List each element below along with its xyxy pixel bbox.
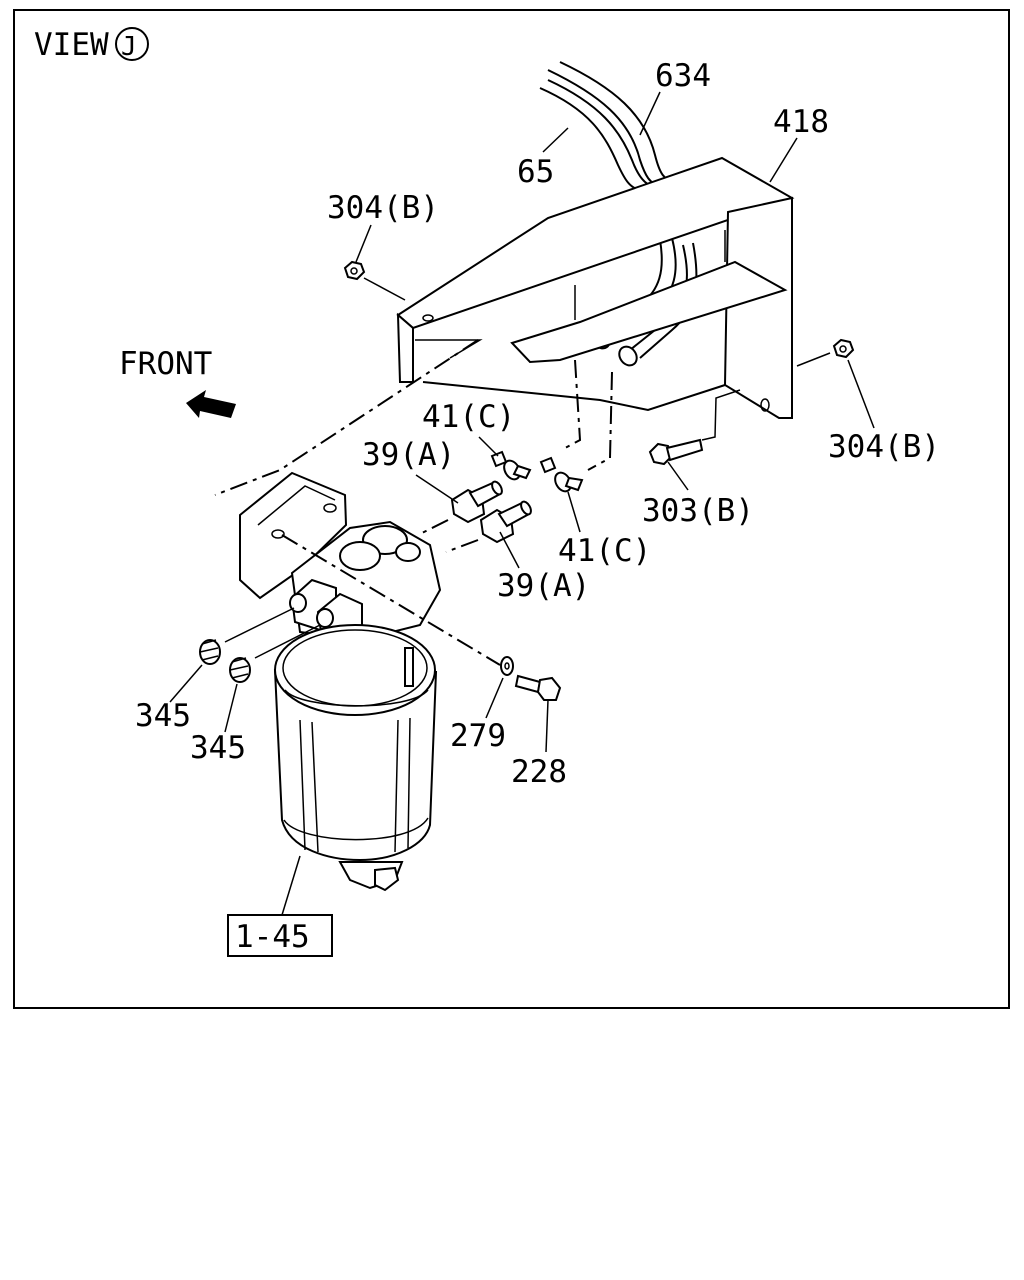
callout-418: 418 xyxy=(773,104,829,140)
front-arrow-icon xyxy=(186,390,236,418)
callout-345-b: 345 xyxy=(190,730,246,766)
callout-39a-bottom: 39(A) xyxy=(497,568,590,604)
callout-345-a: 345 xyxy=(135,698,191,734)
callout-228: 228 xyxy=(511,754,567,790)
callout-65: 65 xyxy=(517,154,554,190)
callout-304b-right: 304(B) xyxy=(828,429,940,465)
view-word: VIEW xyxy=(34,27,109,63)
callout-303b: 303(B) xyxy=(642,493,754,529)
view-marker: VIEW J xyxy=(34,27,149,63)
front-label: FRONT xyxy=(119,346,212,382)
callout-1-45-box xyxy=(227,914,333,957)
callout-39a-top: 39(A) xyxy=(362,437,455,473)
nut-304b-right xyxy=(796,338,855,367)
nut-304b-top xyxy=(343,260,406,301)
clamp-41c-top xyxy=(490,450,532,481)
callout-279: 279 xyxy=(450,718,506,754)
view-letter: J xyxy=(121,32,137,62)
bracket-418 xyxy=(396,156,795,419)
washer-279 xyxy=(500,656,514,676)
callout-41c-bottom: 41(C) xyxy=(558,533,651,569)
callout-634: 634 xyxy=(655,58,711,94)
bolt-303b xyxy=(648,389,741,466)
spring-345-a xyxy=(199,607,295,665)
diagram-frame xyxy=(13,9,1010,1009)
callout-41c-top: 41(C) xyxy=(422,399,515,435)
callout-304b-top: 304(B) xyxy=(327,190,439,226)
leader-lines xyxy=(169,91,875,916)
fuel-filter-1-45 xyxy=(239,471,442,892)
callout-1-45: 1-45 xyxy=(235,919,310,955)
clamp-41c-bottom xyxy=(539,456,584,493)
fitting-39a-top xyxy=(450,480,503,524)
fitting-39a-bottom xyxy=(479,500,532,544)
spring-345-b xyxy=(229,624,321,683)
bolt-228 xyxy=(514,674,562,701)
